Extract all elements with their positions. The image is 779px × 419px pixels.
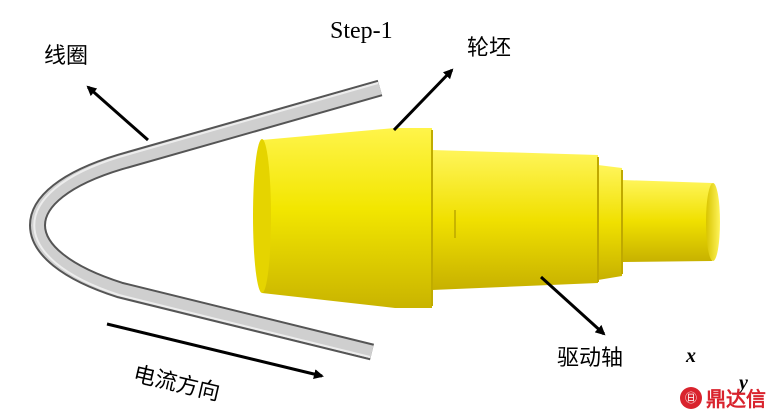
wheel-blank-label: 轮坯 xyxy=(467,36,512,61)
shaft-leader-arrow xyxy=(539,275,606,336)
watermark-logo-icon: ㊐ xyxy=(680,386,702,409)
watermark-text: 鼎达信 xyxy=(706,387,766,411)
coil-leader-arrow xyxy=(86,85,149,142)
drive-shaft-label: 驱动轴 xyxy=(557,346,624,371)
coil xyxy=(29,79,383,361)
current-direction-arrow xyxy=(106,322,324,379)
coil-label: 线圈 xyxy=(44,44,89,69)
blank-leader-arrow xyxy=(392,68,454,132)
axis-x-label: x xyxy=(686,345,696,367)
axis-y-label: y xyxy=(739,372,748,394)
step-label: Step-1 xyxy=(330,18,393,44)
watermark: ㊐ 鼎达信 xyxy=(680,383,766,412)
wheel-blank-and-shaft xyxy=(253,128,720,308)
